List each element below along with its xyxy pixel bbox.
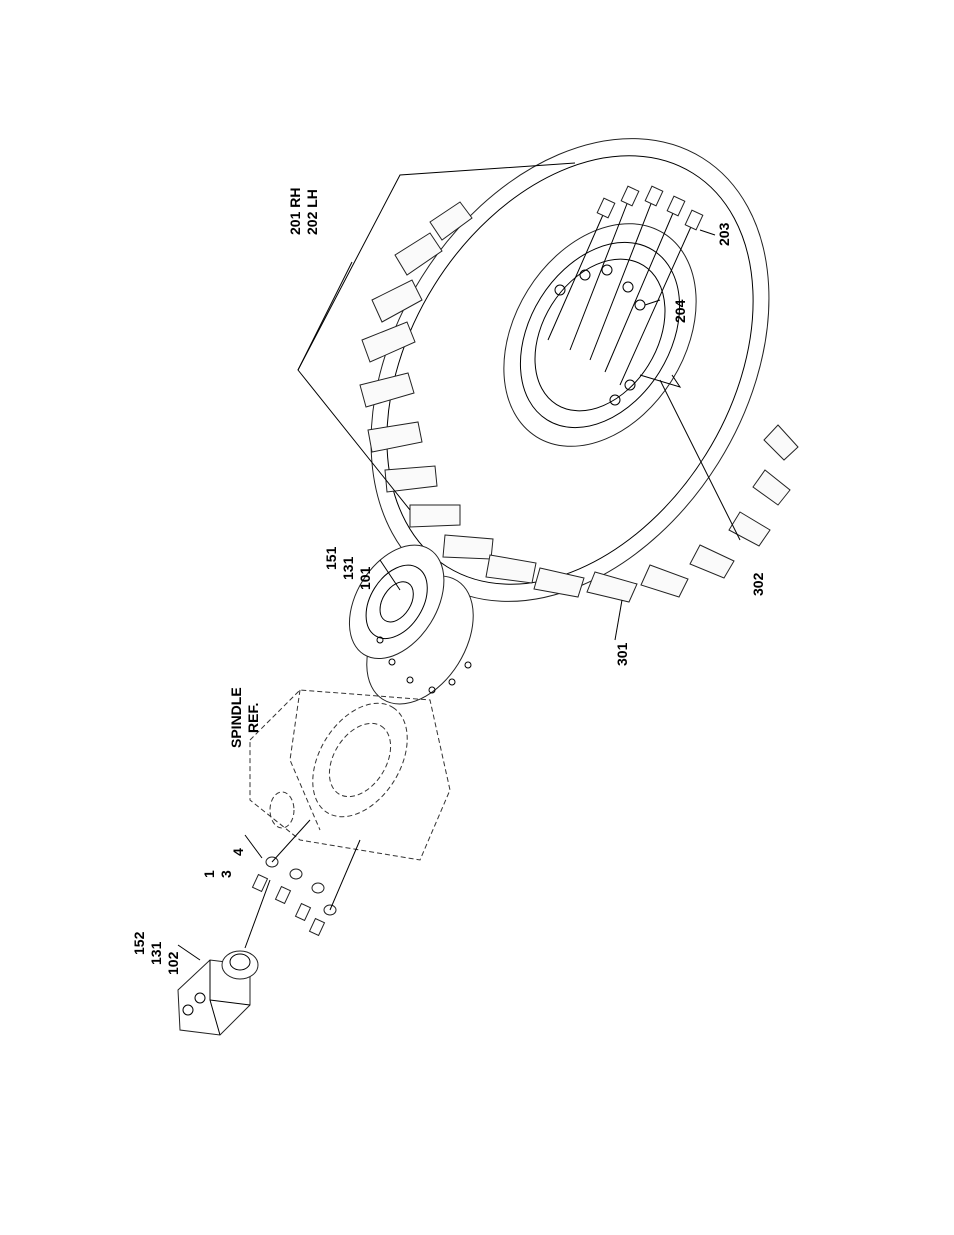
drive-motor bbox=[177, 879, 271, 1036]
hub-bolt-holes bbox=[376, 636, 472, 694]
torque-hub bbox=[348, 544, 474, 705]
callout-labels: 201 RH 202 LH 203 204 302 301 151 131 10… bbox=[131, 188, 766, 975]
group-bracket bbox=[297, 162, 576, 511]
callout-203: 203 bbox=[716, 222, 732, 246]
spindle-ref-label: SPINDLE bbox=[228, 687, 244, 748]
spindle-reference bbox=[249, 689, 451, 861]
callout-201: 201 RH bbox=[287, 188, 303, 235]
callout-3: 3 bbox=[218, 870, 234, 878]
callout-302: 302 bbox=[750, 572, 766, 596]
valve-stem bbox=[639, 374, 682, 388]
spindle-ref-label-2: REF. bbox=[245, 703, 261, 733]
callout-102: 102 bbox=[165, 951, 181, 975]
leader-lines bbox=[177, 229, 741, 961]
rim-bolt-holes bbox=[554, 264, 646, 406]
tire-tread bbox=[359, 201, 799, 603]
lug-bolts bbox=[547, 185, 704, 386]
callout-101: 101 bbox=[357, 566, 373, 590]
callout-301: 301 bbox=[614, 642, 630, 666]
tire-assembly bbox=[359, 138, 799, 603]
callout-204: 204 bbox=[672, 299, 688, 323]
callout-131-motor: 131 bbox=[148, 941, 164, 965]
callout-152: 152 bbox=[131, 931, 147, 955]
bolts-and-washers bbox=[251, 819, 361, 937]
callout-1: 1 bbox=[201, 870, 217, 878]
callout-151: 151 bbox=[323, 546, 339, 570]
callout-131-hub: 131 bbox=[340, 556, 356, 580]
callout-202: 202 LH bbox=[304, 189, 320, 235]
callout-4: 4 bbox=[230, 848, 246, 856]
